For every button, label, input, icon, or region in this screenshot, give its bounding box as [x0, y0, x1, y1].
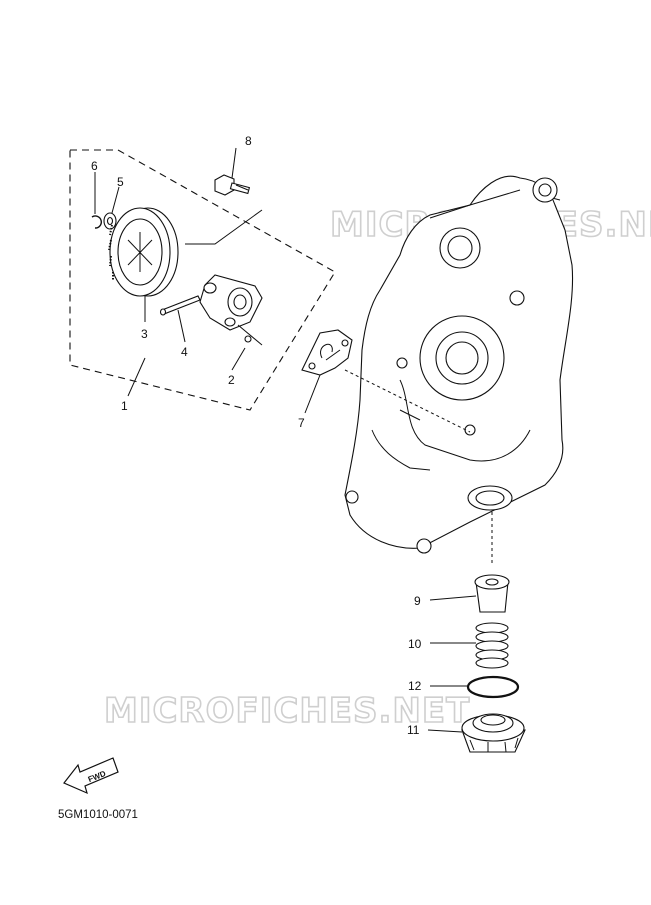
circlip-part: [91, 215, 102, 229]
callout-3: 3: [141, 327, 148, 341]
callout-7: 7: [298, 416, 305, 430]
plug-part: [461, 713, 526, 753]
crankcase: [344, 175, 574, 565]
leader-lines: [94, 147, 477, 733]
bolt-part: [214, 174, 251, 196]
callout-5: 5: [117, 175, 124, 189]
gasket-part: [301, 329, 353, 376]
fwd-arrow: FWD: [63, 757, 119, 795]
callout-10: 10: [408, 637, 422, 651]
callout-4: 4: [181, 345, 188, 359]
callout-2: 2: [228, 373, 235, 387]
part-code: 5GM1010-0071: [58, 809, 138, 821]
pin-part: [159, 295, 201, 316]
callout-12: 12: [408, 679, 422, 693]
strainer-part: [474, 574, 510, 613]
spring-part: [475, 622, 509, 669]
callout-11: 11: [407, 723, 420, 737]
screw-part: [237, 324, 263, 346]
callout-9: 9: [414, 594, 421, 608]
callout-6: 6: [91, 159, 98, 173]
assembly-line: [344, 369, 471, 433]
assembly-boundary: [69, 149, 336, 411]
gear-part: [108, 207, 179, 297]
washer-part: [103, 212, 117, 230]
o-ring-part: [466, 675, 520, 699]
watermark-bottom: MICROFICHES.NET: [104, 691, 470, 731]
callout-1: 1: [121, 399, 128, 413]
pump-housing-part: [199, 274, 263, 331]
callout-8: 8: [245, 134, 252, 148]
